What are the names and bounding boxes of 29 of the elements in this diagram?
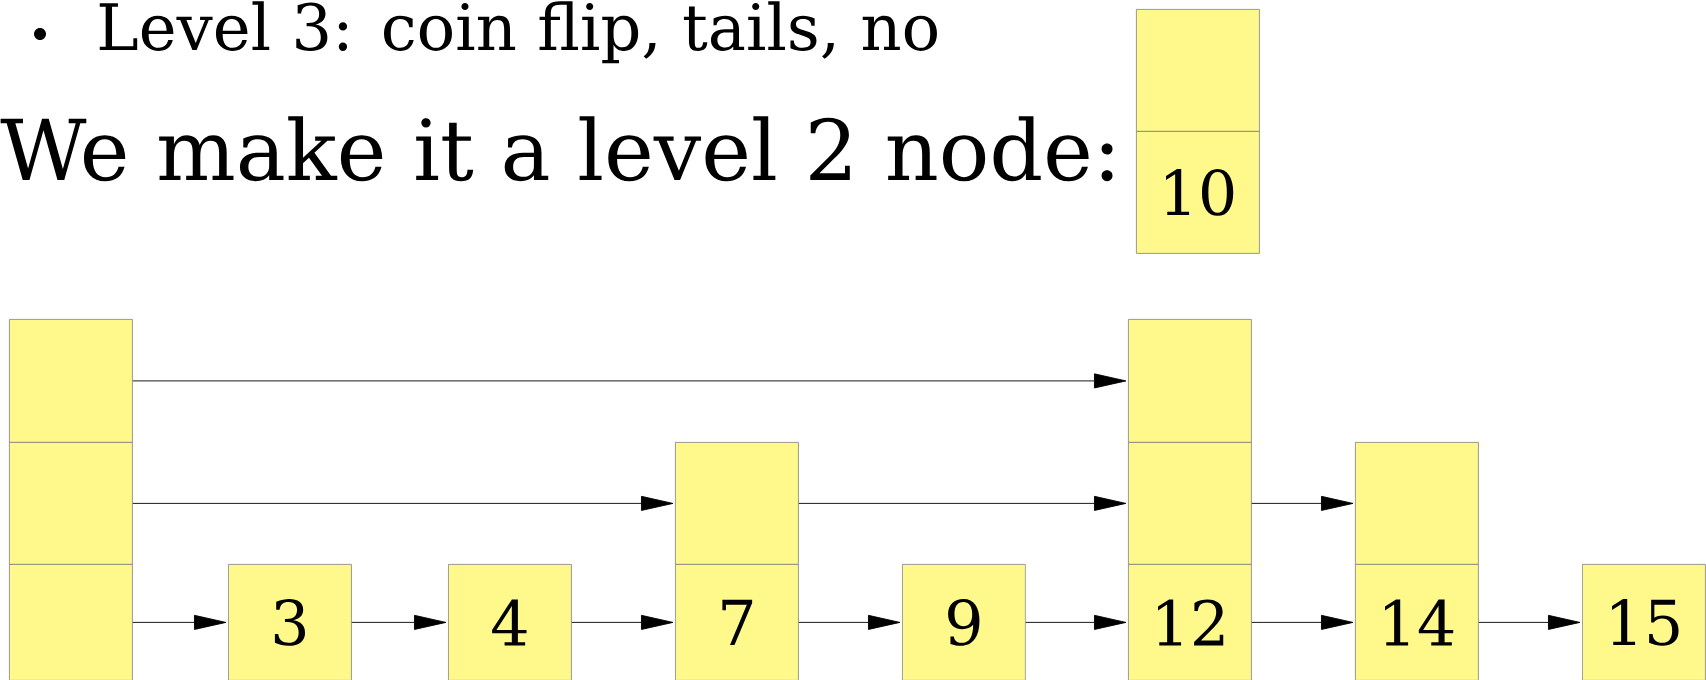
number-cell: 3 (228, 564, 352, 680)
number-cell: 4 (448, 564, 572, 680)
number-cell: 15 (1582, 564, 1706, 680)
number-cell: 10 (1136, 131, 1260, 254)
arrow (798, 495, 1127, 511)
arrow (132, 373, 1127, 389)
arrow (132, 495, 674, 511)
empty-cell (1128, 442, 1252, 565)
number-cell: 7 (675, 564, 799, 680)
arrow (351, 614, 447, 630)
empty-cell (1136, 9, 1260, 132)
empty-cell (675, 442, 799, 565)
number-cell: 14 (1355, 564, 1479, 680)
arrow (571, 614, 674, 630)
number-cell: 9 (902, 564, 1026, 680)
arrow (1251, 614, 1354, 630)
empty-cell (1355, 442, 1479, 565)
arrow (1478, 614, 1581, 630)
arrow (1025, 614, 1127, 630)
arrow (132, 614, 227, 630)
heading-text: We make it a level 2 node: (0, 116, 1113, 182)
bullet-text: Level 3: coin flip, tails, no (99, 1, 937, 64)
empty-cell (1128, 319, 1252, 443)
empty-cell (9, 319, 133, 443)
empty-cell (9, 442, 133, 565)
number-cell: 12 (1128, 564, 1252, 680)
arrow (1251, 495, 1354, 511)
empty-cell (9, 564, 133, 680)
arrow (798, 614, 901, 630)
